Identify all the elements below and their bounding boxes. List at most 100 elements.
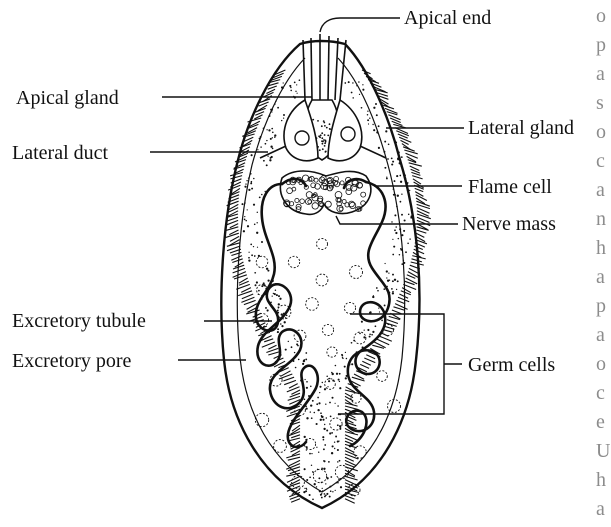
stipple-dot [323, 468, 325, 470]
stipple-dot [317, 397, 319, 399]
stipple-dot [250, 173, 252, 175]
stipple-dot [401, 234, 403, 236]
stipple-dot [332, 445, 334, 447]
stipple-dot [324, 493, 326, 495]
stipple-dot [403, 230, 405, 232]
stipple-dot [267, 270, 269, 272]
stipple-dot [337, 482, 338, 483]
stipple-dot [396, 206, 398, 208]
stipple-dot [335, 490, 336, 491]
stipple-dot [367, 111, 368, 112]
stipple-dot [394, 279, 396, 281]
stipple-dot [344, 366, 346, 368]
stipple-dot [318, 402, 320, 404]
stipple-dot [386, 270, 388, 272]
stipple-dot [258, 255, 260, 257]
stipple-dot [335, 436, 337, 438]
stipple-dot [259, 138, 261, 140]
stipple-dot [407, 182, 408, 183]
stipple-dot [266, 268, 268, 270]
stipple-dot [251, 188, 253, 190]
stipple-dot [311, 453, 312, 454]
stipple-dot [323, 439, 325, 441]
stipple-dot [277, 107, 279, 109]
stipple-dot [277, 331, 279, 333]
stipple-dot [335, 403, 336, 404]
stipple-dot [319, 490, 321, 492]
stipple-dot [339, 381, 340, 382]
stipple-dot [322, 490, 324, 492]
stipple-dot [309, 494, 311, 496]
stipple-dot [384, 263, 385, 264]
stipple-dot [245, 220, 247, 222]
stipple-dot [409, 190, 410, 191]
stipple-dot [392, 239, 393, 240]
stipple-dot [367, 329, 369, 331]
stipple-dot [394, 214, 396, 216]
stipple-dot [401, 156, 403, 158]
stipple-dot [288, 341, 289, 342]
stipple-dot [351, 342, 353, 344]
stipple-dot [396, 145, 397, 146]
stipple-dot [324, 444, 326, 446]
stipple-dot [361, 321, 363, 323]
stipple-dot [378, 125, 380, 127]
stipple-dot [270, 146, 272, 148]
stipple-dot [263, 282, 265, 284]
stipple-dot [332, 373, 334, 375]
stipple-dot [386, 277, 387, 278]
stipple-dot [404, 174, 406, 176]
stipple-dot [376, 114, 378, 116]
stipple-dot [250, 182, 252, 184]
stipple-dot [309, 476, 311, 478]
stipple-dot [309, 453, 311, 455]
stipple-dot [310, 386, 312, 388]
stipple-dot [391, 288, 393, 290]
label-apical-end: Apical end [404, 6, 491, 30]
stipple-dot [398, 238, 399, 239]
stipple-dot [297, 93, 298, 94]
gland-granule [320, 134, 322, 136]
stipple-dot [375, 325, 377, 327]
gland-granule [323, 120, 325, 122]
stipple-dot [253, 204, 255, 206]
stipple-dot [395, 194, 397, 196]
stipple-dot [248, 259, 250, 261]
stipple-dot [291, 346, 293, 348]
stipple-dot [319, 392, 320, 393]
stipple-dot [305, 352, 307, 354]
gland-granule [322, 143, 324, 145]
stipple-dot [277, 328, 279, 330]
stipple-dot [399, 162, 401, 164]
stipple-dot [299, 79, 301, 81]
stipple-dot [281, 325, 283, 327]
stipple-dot [392, 254, 394, 256]
leader-apical-end [320, 18, 400, 32]
stipple-dot [267, 156, 268, 157]
stipple-dot [256, 222, 257, 223]
stipple-dot [289, 85, 291, 87]
stipple-dot [391, 221, 392, 222]
gland-granule [321, 137, 323, 139]
stipple-dot [283, 114, 285, 116]
stipple-dot [316, 486, 317, 487]
stipple-dot [312, 471, 313, 472]
cilium [406, 153, 418, 158]
stipple-dot [359, 94, 360, 95]
stipple-dot [384, 304, 386, 306]
stipple-dot [322, 488, 323, 489]
stipple-dot [270, 138, 272, 140]
stipple-dot [306, 479, 308, 481]
stipple-dot [294, 82, 296, 84]
stipple-dot [271, 109, 273, 111]
stipple-dot [378, 307, 379, 308]
stipple-dot [348, 81, 350, 83]
stipple-dot [248, 189, 250, 191]
stipple-dot [408, 214, 410, 216]
stipple-dot [328, 461, 330, 463]
stipple-dot [276, 294, 278, 296]
cilium [345, 496, 355, 500]
stipple-dot [327, 477, 328, 478]
gland-granule [327, 135, 329, 137]
stipple-dot [359, 333, 361, 335]
